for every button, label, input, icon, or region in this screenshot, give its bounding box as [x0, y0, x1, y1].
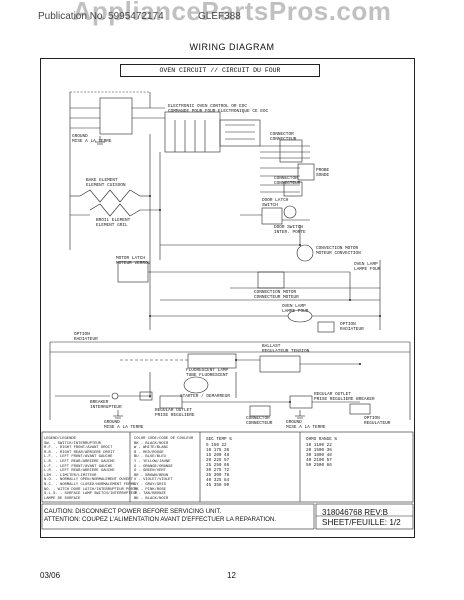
svg-text:40 325 84: 40 325 84 [206, 478, 230, 483]
legend-abbrev-row: L.F. - LEFT FRONT/AVANT GAUCHE [44, 455, 113, 460]
legend-abbrev-row: LIM. - LIMITER/LIMITEUR [44, 473, 97, 478]
svg-text:25 250 66: 25 250 66 [206, 463, 230, 468]
svg-text:10 175 36: 10 175 36 [206, 448, 230, 453]
legend-abbrev-row: L.F. - LEFT FRONT/AVANT GAUCHE [44, 464, 113, 469]
legend-color-row: PK - PINK/ROSE [134, 487, 166, 492]
legend-abbrev-row: LEGEND/LEGENDE [44, 437, 76, 441]
legend-color-row: GY - GRAY/GRIS [134, 482, 166, 487]
legend-color-row: BK - BLACK/NOIR [134, 441, 169, 446]
legend-abbrev-row: S.L.S. - SURFACE LAMP SWITCH/INTERRUPTEU… [44, 492, 138, 497]
eoc-board [164, 111, 221, 153]
model-number: GLEF388 [198, 11, 241, 22]
legend-color-row: Y - YELLOW/JAUNE [134, 459, 171, 464]
legend-color-row: BK - BLACK/NOIR [134, 496, 169, 501]
svg-text:20 225 57: 20 225 57 [206, 458, 230, 463]
legend-color-row: G - GREEN/VERT [134, 469, 166, 474]
svg-text:OHMS RANGE %: OHMS RANGE % [306, 437, 337, 442]
page-header: Publication No. 5995472174 GLEF388 [38, 9, 428, 25]
legend-color-row: COLOR CODE/CODE DE COULEUR [134, 437, 194, 441]
legend-abbrev-row: NO. - WITCH DOOR LATCH/INTERRUPTEUR PORT… [44, 487, 138, 492]
sheet-number: SHEET/FEUILLE: 1/2 [322, 518, 401, 527]
legend-abbrev-row: N.C. - NORMALLY CLOSED/NORMALEMENT FERME [44, 482, 136, 487]
starter-label: STARTER / DEMARREUR [180, 394, 231, 399]
legend-color-row: R - RED/ROUGE [134, 450, 164, 455]
legend-abbrev-row: R.R. - RIGHT REAR/ARRIERE DROIT [44, 450, 115, 455]
diagram-frame [40, 58, 415, 538]
svg-text:SEC TEMP %: SEC TEMP % [206, 437, 232, 442]
legend-abbrev-row: L.R. - LEFT REAR/ARRIERE GAUCHE [44, 469, 115, 474]
footer-page-number: 12 [227, 571, 236, 580]
selector-switch [99, 97, 133, 135]
svg-text:15 200 48: 15 200 48 [206, 453, 230, 458]
legend-abbrev-row: R.F. - RIGHT FRONT/AVANT DROIT [44, 446, 113, 451]
legend-abbrev-row: L.R. - LEFT REAR/ARRIERE GAUCHE [44, 459, 115, 464]
svg-text:40 2100 57: 40 2100 57 [306, 458, 332, 463]
legend-color-row: T - TAN/BRONZE [134, 492, 166, 497]
svg-text:50 2500 66: 50 2500 66 [306, 463, 332, 468]
svg-text:30 275 72: 30 275 72 [206, 468, 230, 473]
svg-text:20 1500 36: 20 1500 36 [306, 448, 332, 453]
legend-abbrev-row: N.O. - NORMALLY OPEN/NORMALEMENT OUVERT [44, 478, 133, 483]
watermark: AppliancePartsPros.com [72, 0, 392, 26]
svg-text:35 300 78: 35 300 78 [206, 473, 230, 478]
part-number: 318046768 REV:B [322, 508, 388, 517]
legend-color-row: V - VIOLET/VIOLET [134, 478, 173, 483]
svg-text:10 1100 22: 10 1100 22 [306, 443, 332, 448]
legend-color-row: BR - BROWN/BRUN [134, 473, 169, 478]
page-title: WIRING DIAGRAM [189, 42, 275, 52]
legend-color-row: W - WHITE/BLANC [134, 446, 169, 451]
footer-date: 03/06 [40, 571, 61, 580]
caution-note: CAUTION: DISCONNECT POWER BEFORE SERVICI… [44, 508, 277, 523]
legend-abbrev-row: SW. - SWITCH/INTERRUPTEUR [44, 441, 101, 446]
svg-text:30 1800 48: 30 1800 48 [306, 453, 332, 458]
circuit-title: OVEN CIRCUIT // CIRCUIT DU FOUR [120, 64, 320, 77]
legend-color-row: BU - BLUE/BLEU [134, 455, 166, 460]
legend-abbrev-row: LAMPE DE SURFACE [44, 496, 81, 501]
publication-number: Publication No. 5995472174 [38, 11, 164, 22]
svg-text:5 150 22: 5 150 22 [206, 443, 227, 448]
svg-text:45 350 90: 45 350 90 [206, 483, 230, 488]
legend-color-row: O - ORANGE/ORANGE [134, 464, 173, 469]
